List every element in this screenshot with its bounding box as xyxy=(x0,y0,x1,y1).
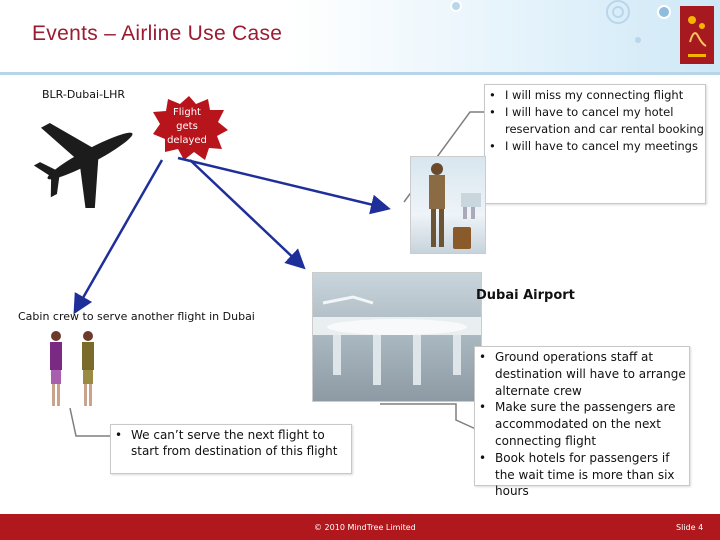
passenger-concern-item: I will have to cancel my meetings xyxy=(485,138,705,155)
arrow-to-airport xyxy=(190,160,302,266)
passenger-concern-item: I will miss my connecting flight xyxy=(485,87,705,104)
airport-callout-connector xyxy=(380,404,478,430)
airport-concerns-callout: Ground operations staff at destination w… xyxy=(474,346,690,486)
crew-callout-connector xyxy=(70,408,112,436)
crew-concerns-callout: We can’t serve the next flight to start … xyxy=(110,424,352,474)
crew-label: Cabin crew to serve another flight in Du… xyxy=(18,310,255,323)
airport-concern-item: Ground operations staff at destination w… xyxy=(475,349,689,399)
arrow-to-passenger xyxy=(178,158,386,208)
cabin-crew-icon xyxy=(38,328,108,410)
airport-label: Dubai Airport xyxy=(476,288,575,303)
passenger-concern-item: I will have to cancel my hotel reservati… xyxy=(485,104,705,138)
footer-copyright: © 2010 MindTree Limited xyxy=(314,523,416,532)
arrow-to-crew xyxy=(76,160,162,310)
airport-image xyxy=(312,272,482,402)
airport-terminal-icon xyxy=(313,273,481,401)
airport-concern-item: Book hotels for passengers if the wait t… xyxy=(475,450,689,500)
crew-concern-item: We can’t serve the next flight to start … xyxy=(111,427,351,459)
airport-concern-item: Make sure the passengers are accommodate… xyxy=(475,399,689,449)
passenger-concerns-callout: I will miss my connecting flight I will … xyxy=(484,84,706,204)
passenger-image xyxy=(410,156,486,254)
footer-slide-number: Slide 4 xyxy=(676,523,703,532)
businessman-with-luggage-icon xyxy=(411,157,485,253)
